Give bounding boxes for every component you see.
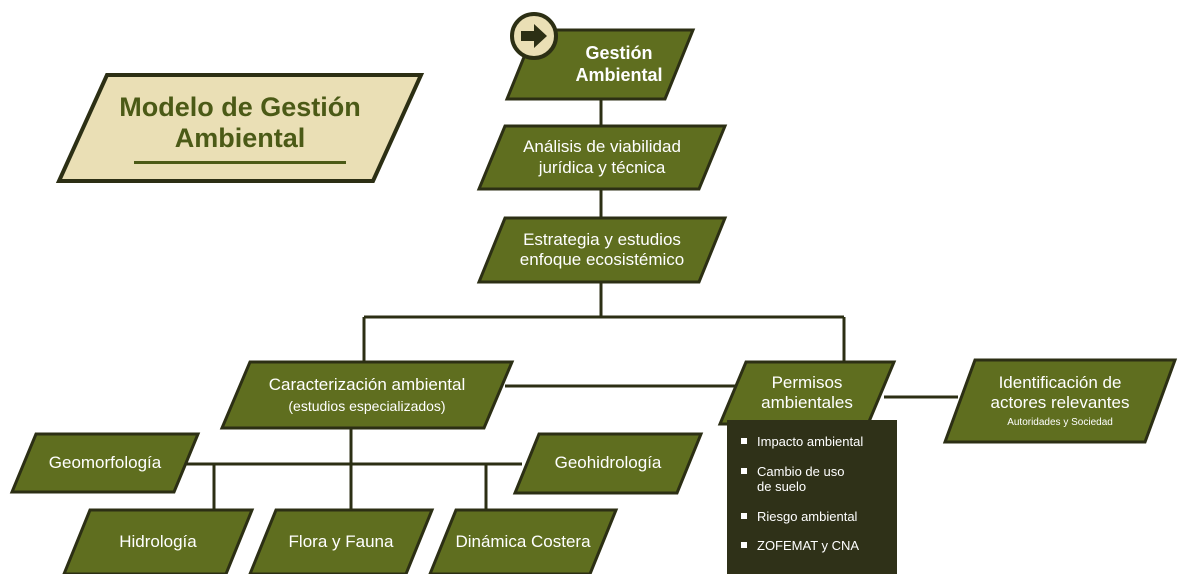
title-line-2: Ambiental <box>174 122 306 153</box>
node-flora-fauna: Flora y Fauna <box>248 508 435 574</box>
list-item: ZOFEMAT y CNA <box>741 538 897 554</box>
node-caracterizacion-ambiental: Caracterización ambiental (estudios espe… <box>219 360 515 430</box>
arrow-right-icon <box>509 11 559 61</box>
permisos-line-1: Permisos <box>771 372 843 392</box>
gestion-line-2: Ambiental <box>575 64 663 85</box>
estrategia-line-2: enfoque ecosistémico <box>519 250 685 269</box>
list-item: Impacto ambiental <box>741 434 897 450</box>
geohidrologia-label: Geohidrología <box>554 453 662 473</box>
analisis-line-2: jurídica y técnica <box>538 157 666 177</box>
estrategia-line-1: Estrategia y estudios <box>523 229 681 249</box>
identificacion-line-2: actores relevantes <box>990 393 1130 412</box>
geomorfologia-label: Geomorfología <box>48 452 162 472</box>
identificacion-subtitle: Autoridades y Sociedad <box>1007 417 1113 429</box>
title-underline <box>134 160 346 164</box>
diagram-title: Modelo de Gestión Ambiental <box>55 72 425 184</box>
node-hidrologia: Hidrología <box>62 508 255 574</box>
caracterizacion-line-1: Caracterización ambiental <box>268 375 466 395</box>
title-line-1: Modelo de Gestión <box>119 92 361 123</box>
identificacion-line-1: Identificación de <box>998 372 1122 392</box>
analisis-line-1: Análisis de viabilidad <box>523 137 681 157</box>
node-dinamica-costera: Dinámica Costera <box>428 508 619 574</box>
flora-fauna-label: Flora y Fauna <box>288 531 394 551</box>
bullet-square-icon <box>741 542 747 549</box>
node-geomorfologia: Geomorfología <box>9 432 201 494</box>
node-estrategia-estudios: Estrategia y estudios enfoque ecosistémi… <box>476 216 728 284</box>
node-analisis-viabilidad: Análisis de viabilidad jurídica y técnic… <box>476 124 728 191</box>
hidrologia-label: Hidrología <box>119 531 197 551</box>
bullet-square-icon <box>741 512 747 519</box>
node-geohidrologia: Geohidrología <box>512 432 704 495</box>
list-item: Riesgo ambiental <box>741 509 897 525</box>
gestion-line-1: Gestión <box>585 42 653 63</box>
permisos-line-2: ambientales <box>761 393 853 412</box>
bullet-square-icon <box>741 438 747 444</box>
node-permisos-ambientales: Permisos ambientales <box>717 360 897 426</box>
node-identificacion-actores: Identificación de actores relevantes Aut… <box>942 358 1178 444</box>
caracterizacion-line-2: (estudios especializados) <box>288 397 446 414</box>
bullet-square-icon <box>741 467 747 474</box>
dinamica-costera-label: Dinámica Costera <box>455 531 591 551</box>
